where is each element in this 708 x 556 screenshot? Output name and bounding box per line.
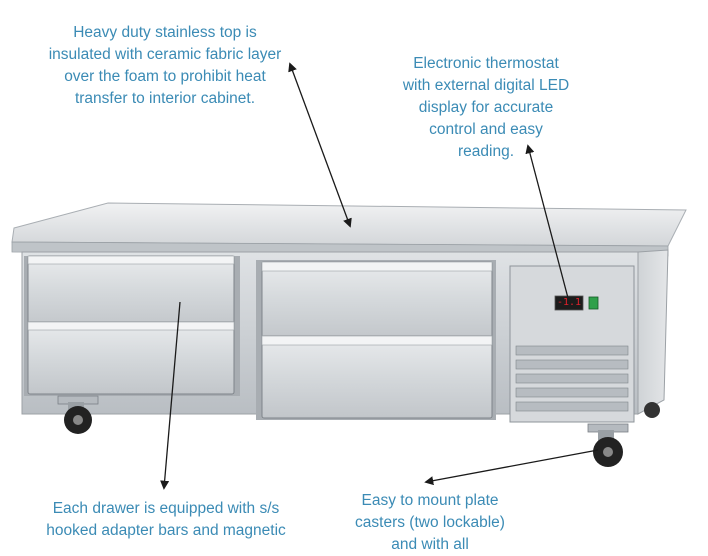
- compressor-panel: [509, 265, 635, 423]
- vent-slat: [515, 387, 629, 398]
- callout-line: Heavy duty stainless top is: [73, 24, 257, 41]
- cabinet-side: [637, 249, 669, 415]
- callout-line: over the foam to prohibit heat: [64, 68, 266, 85]
- thermostat-display: [554, 295, 584, 311]
- callout-line: with external digital LED: [402, 77, 570, 94]
- drawer-handle-top-left: [27, 255, 235, 265]
- arrow-thermostat: [525, 144, 569, 299]
- drawer-top-right: [261, 261, 493, 341]
- callout-line: reading.: [457, 143, 514, 160]
- callout-line: hooked adapter bars and magnetic: [46, 522, 286, 539]
- callout-line: control and easy: [429, 121, 543, 138]
- vent-slat: [515, 401, 629, 412]
- callout-casters: Easy to mount plate casters (two lockabl…: [330, 490, 530, 556]
- caster-rear-right: [644, 402, 660, 418]
- caster-front-left: [57, 395, 99, 434]
- refrigerated-chef-base-illustration: [11, 62, 687, 490]
- drawer-top-left: [27, 255, 235, 329]
- callout-line: Each drawer is equipped with s/s: [52, 500, 280, 517]
- callout-line: insulated with ceramic fabric layer: [48, 46, 282, 63]
- arrow-drawer: [160, 301, 181, 490]
- drawer-bottom-left: [27, 321, 235, 395]
- callout-line: transfer to interior cabinet.: [74, 90, 256, 107]
- caster-front-right: [587, 423, 629, 467]
- vent-slat: [515, 345, 629, 356]
- callout-stainless-top: Heavy duty stainless top is insulated wi…: [20, 22, 310, 110]
- callout-thermostat: Electronic thermostat with external digi…: [380, 53, 592, 163]
- drawer-handle-bottom-right: [261, 335, 493, 346]
- arrow-caster: [424, 449, 599, 486]
- drawer-bottom-right: [261, 335, 493, 419]
- vent-slat: [515, 359, 629, 370]
- drawer-handle-bottom-left: [27, 321, 235, 331]
- callout-line: Electronic thermostat: [413, 55, 559, 72]
- power-switch: [588, 296, 599, 310]
- callout-line: Easy to mount plate: [361, 492, 499, 509]
- callout-line: and with all: [391, 536, 469, 553]
- arrow-top: [288, 62, 352, 228]
- thermostat-readout: -1.1: [556, 297, 582, 308]
- drawer-handle-top-right: [261, 261, 493, 272]
- callout-line: display for accurate: [418, 99, 554, 116]
- callout-drawer: Each drawer is equipped with s/s hooked …: [18, 498, 314, 542]
- callout-line: casters (two lockable): [355, 514, 505, 531]
- vent-slat: [515, 373, 629, 384]
- product-diagram: -1.1 Heavy duty stainless top is insulat…: [11, 22, 687, 553]
